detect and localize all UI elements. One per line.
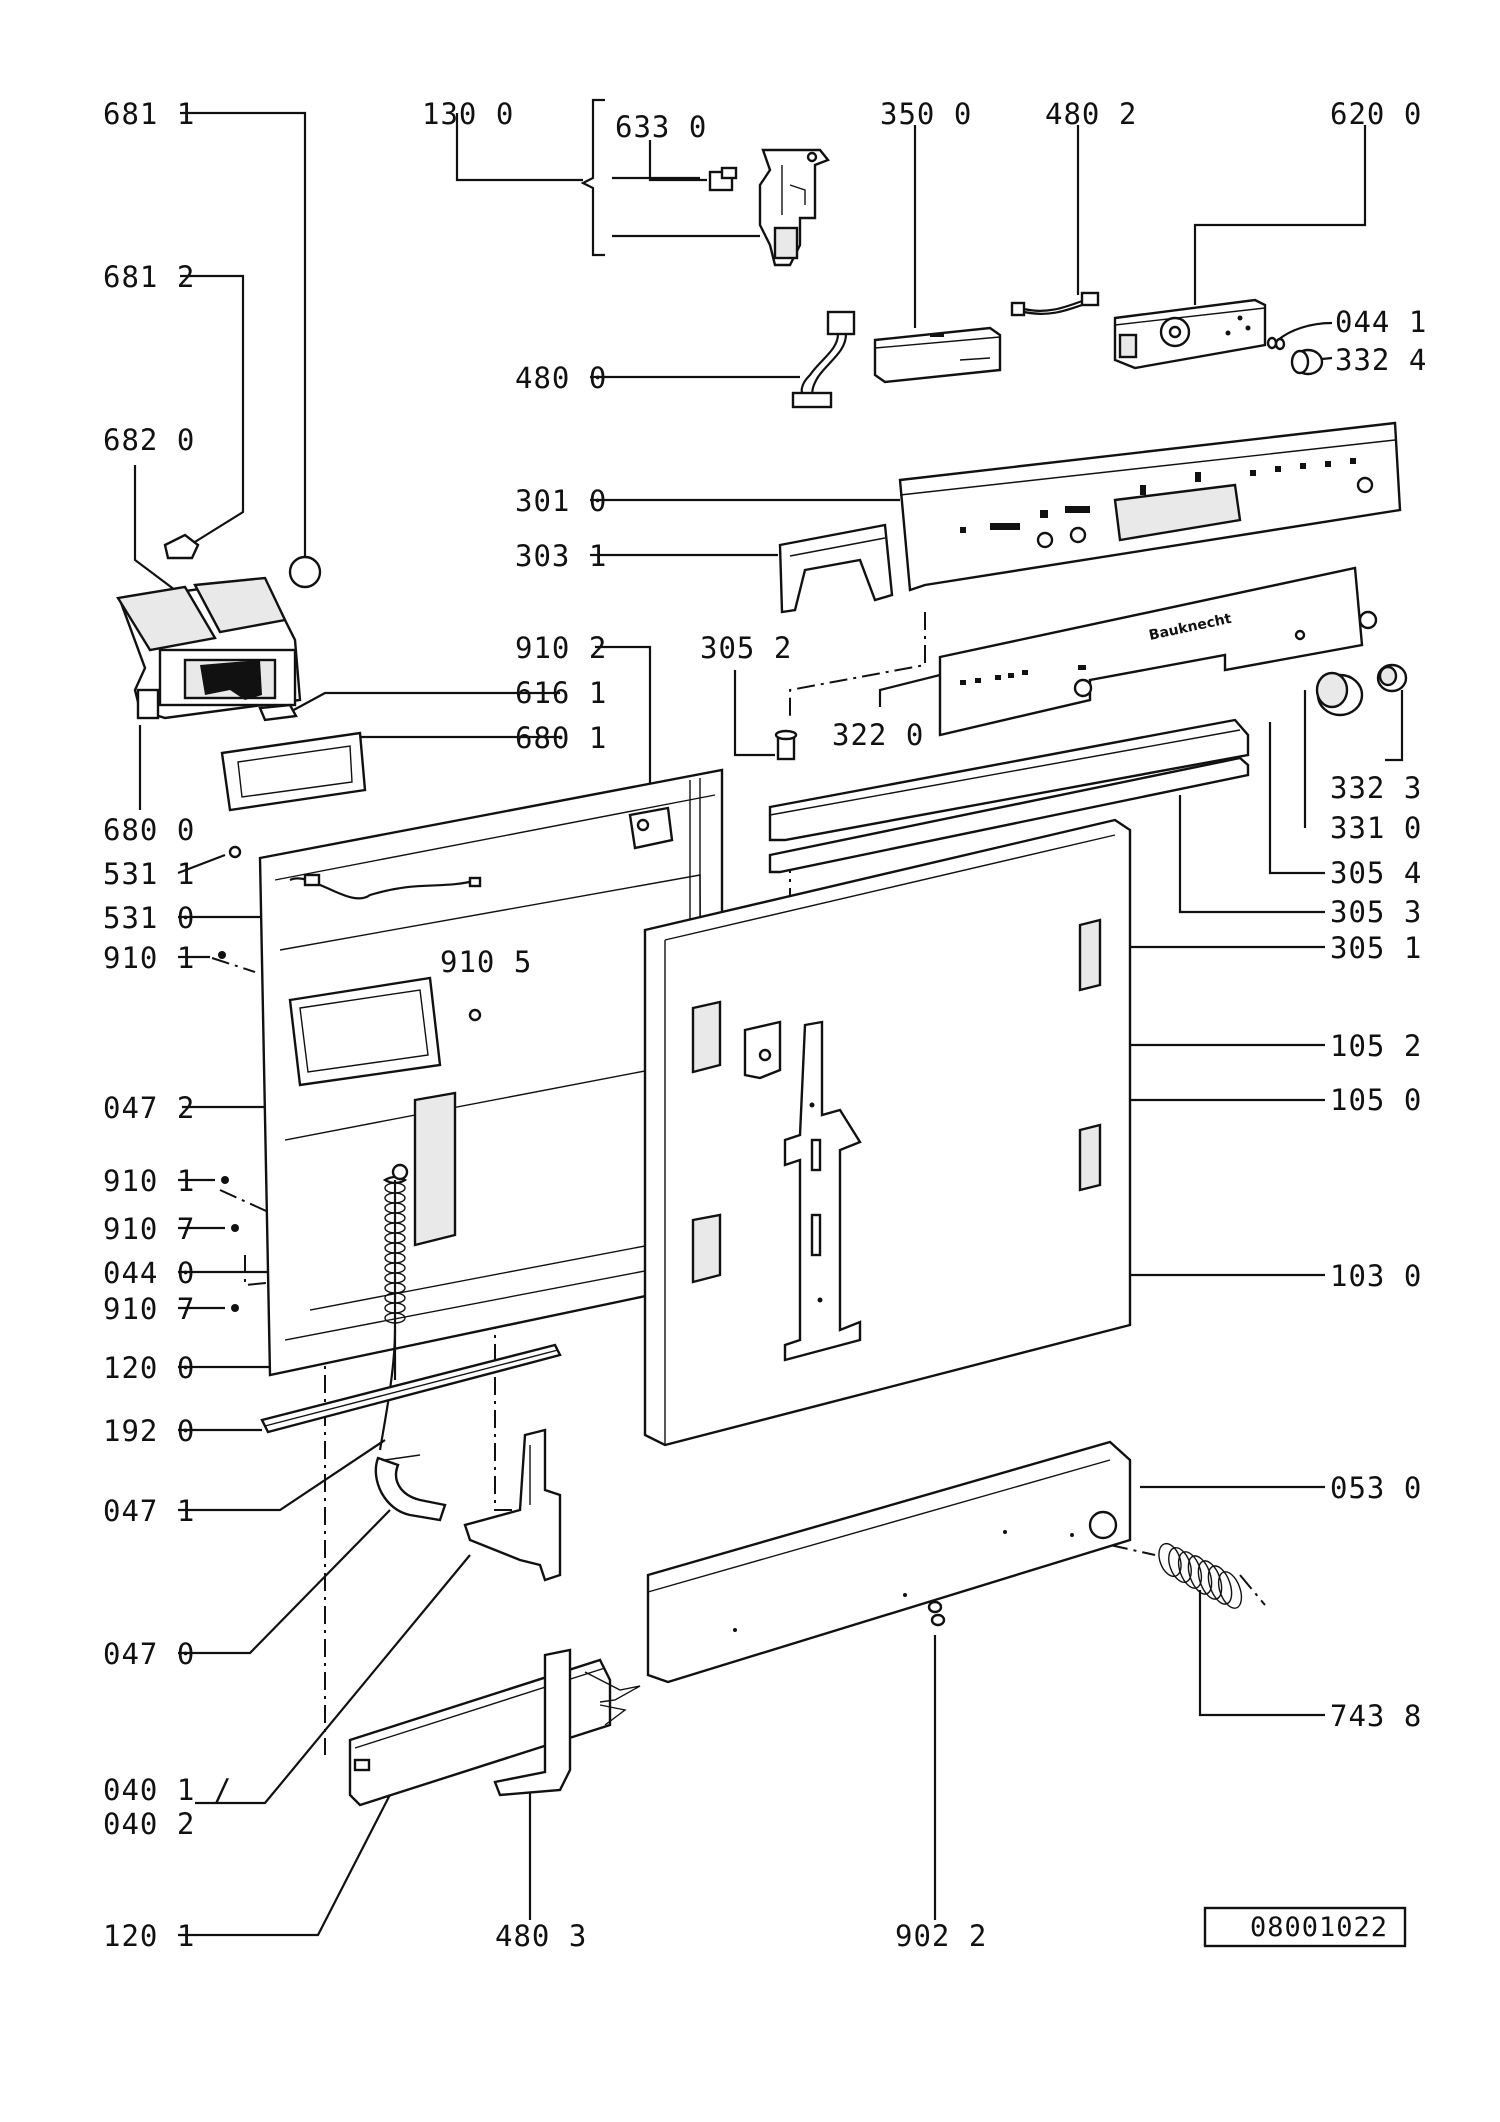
- label-910-5: 910 5: [440, 945, 532, 979]
- part-322-0-panel-insert: Bauknecht: [938, 566, 1378, 737]
- label-301-0: 301 0: [515, 484, 607, 518]
- part-130-0-latch: [758, 148, 830, 267]
- label-902-2: 902 2: [895, 1919, 987, 1953]
- label-305-1: 305 1: [1330, 931, 1422, 965]
- part-480-2-cable: [1010, 291, 1100, 317]
- part-332-3-cap: [1376, 663, 1408, 693]
- document-code: 08001022: [1250, 1912, 1388, 1943]
- label-680-0: 680 0: [103, 813, 195, 847]
- part-303-1-handle: [778, 523, 894, 614]
- label-620-0: 620 0: [1330, 97, 1422, 131]
- label-332-4: 332 4: [1335, 343, 1427, 377]
- label-910-2: 910 2: [515, 631, 607, 665]
- label-105-2: 105 2: [1330, 1029, 1422, 1063]
- label-044-1: 044 1: [1335, 305, 1427, 339]
- document-code-box: 08001022: [1203, 1906, 1407, 1948]
- label-681-1: 681 1: [103, 97, 195, 131]
- screws-910: [218, 818, 650, 1312]
- label-480-0: 480 0: [515, 361, 607, 395]
- label-332-3: 332 3: [1330, 771, 1422, 805]
- label-040-1: 040 1 /: [103, 1773, 232, 1807]
- label-910-7-top: 910 7: [103, 1212, 195, 1246]
- part-labels: 681 1 130 0 633 0 350 0 480 2 620 0 681 …: [103, 97, 1427, 1953]
- part-480-3-bracket: [493, 1648, 572, 1797]
- part-902-2-screw: [927, 1600, 946, 1627]
- label-480-2: 480 2: [1045, 97, 1137, 131]
- part-620-0-programmer: [1113, 298, 1267, 370]
- part-040-1-bracket: [463, 1428, 562, 1582]
- label-103-0: 103 0: [1330, 1259, 1422, 1293]
- label-531-1: 531 1: [103, 857, 195, 891]
- label-053-0: 053 0: [1330, 1471, 1422, 1505]
- label-305-3: 305 3: [1330, 895, 1422, 929]
- label-682-0: 682 0: [103, 423, 195, 457]
- label-047-2: 047 2: [103, 1091, 195, 1125]
- part-681-2-button: [163, 533, 200, 560]
- label-120-1: 120 1: [103, 1919, 195, 1953]
- part-053-0-kick-plate: [646, 1440, 1132, 1684]
- part-681-1-cap: [288, 555, 322, 589]
- part-192-0-strip: [260, 1343, 562, 1434]
- part-480-0-harness: [791, 310, 856, 409]
- label-680-1: 680 1: [515, 721, 607, 755]
- part-680-1-gasket: [220, 731, 367, 812]
- part-305-4-rail: [768, 718, 1250, 842]
- part-044-0-spring: [382, 1163, 409, 1380]
- part-047-0-hinge: [374, 1329, 447, 1522]
- label-040-2: 040 2: [103, 1807, 195, 1841]
- label-047-1: 047 1: [103, 1494, 195, 1528]
- label-305-2: 305 2: [700, 631, 792, 665]
- part-633-0-clip: [708, 166, 738, 192]
- label-910-7-bottom: 910 7: [103, 1292, 195, 1326]
- part-331-0-knob: [1315, 671, 1364, 717]
- part-103-0-outer-door: [643, 818, 1132, 1447]
- label-047-0: 047 0: [103, 1637, 195, 1671]
- label-303-1: 303 1: [515, 539, 607, 573]
- part-305-3-trim: [768, 756, 1250, 874]
- label-910-1-top: 910 1: [103, 941, 195, 975]
- label-743-8: 743 8: [1330, 1699, 1422, 1733]
- label-130-0: 130 0: [422, 97, 514, 131]
- label-331-0: 331 0: [1330, 811, 1422, 845]
- part-743-8-spring: [1158, 1542, 1243, 1609]
- part-616-1-latch-piece: [258, 703, 298, 722]
- label-192-0: 192 0: [103, 1414, 195, 1448]
- part-350-0-module: [873, 326, 1002, 384]
- label-350-0: 350 0: [880, 97, 972, 131]
- part-044-1-spring: [1266, 336, 1286, 351]
- label-531-0: 531 0: [103, 901, 195, 935]
- part-332-4-knob: [1290, 348, 1324, 376]
- part-305-2-screw: [774, 729, 798, 761]
- part-301-0-fascia: [898, 421, 1402, 592]
- label-681-2: 681 2: [103, 260, 195, 294]
- label-044-0: 044 0: [103, 1256, 195, 1290]
- label-910-1-mid: 910 1: [103, 1164, 195, 1198]
- label-105-0: 105 0: [1330, 1083, 1422, 1117]
- label-322-0: 322 0: [832, 718, 924, 752]
- label-633-0: 633 0: [615, 110, 707, 144]
- label-616-1: 616 1: [515, 676, 607, 710]
- label-120-0: 120 0: [103, 1351, 195, 1385]
- part-680-0-dispenser: [116, 576, 302, 720]
- label-480-3: 480 3: [495, 1919, 587, 1953]
- label-305-4: 305 4: [1330, 856, 1422, 890]
